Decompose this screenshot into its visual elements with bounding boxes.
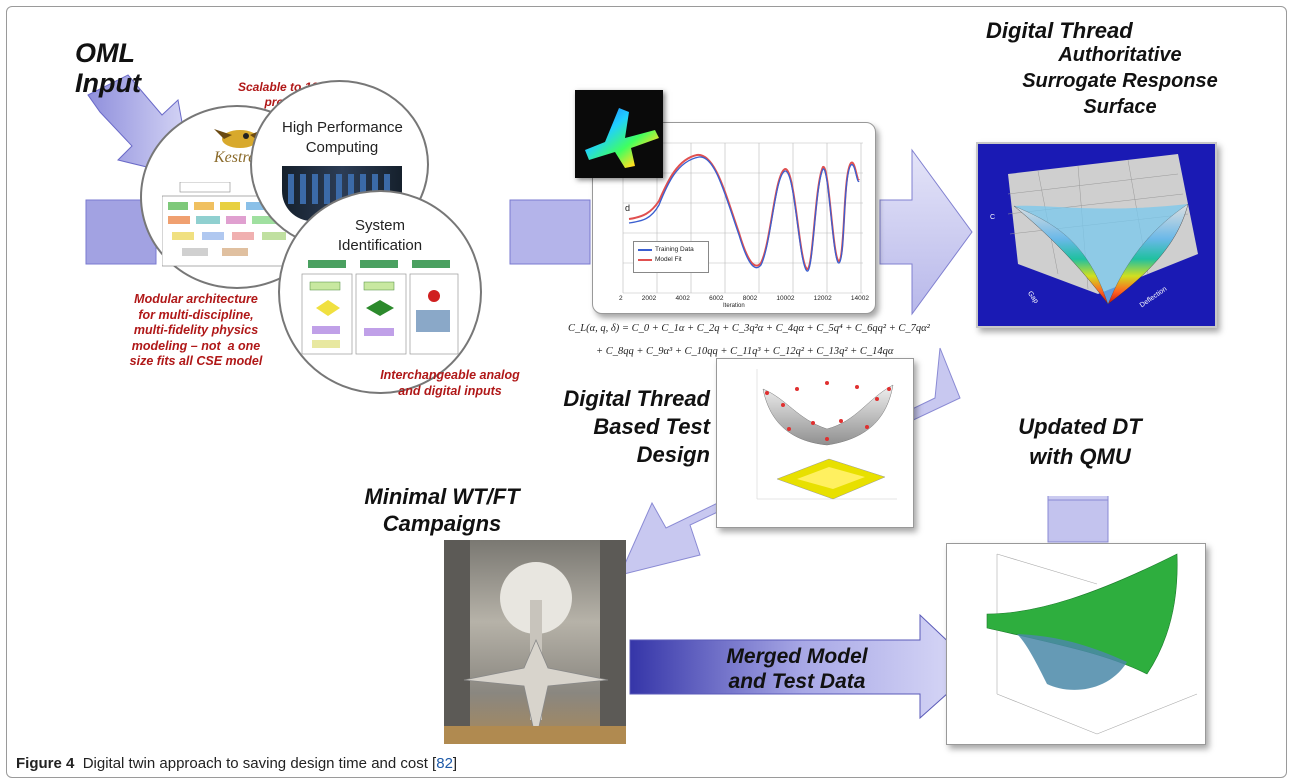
plot-xticks: 2 2002 4002 6002 8002 10002 12002 14002 [619,295,869,302]
xtick: 12002 [813,295,832,302]
legend-label-model: Model Fit [655,256,682,263]
wind-tunnel-photo [444,540,626,744]
legend-item-model: Model Fit [638,255,704,265]
test-design-label: Digital Thread Based Test Design [563,386,710,467]
wind-tunnel-illustration [444,540,626,744]
digital-thread-title: Digital Thread [986,18,1133,43]
caption-close: ] [452,755,458,772]
test-design-plot [716,358,914,528]
digital-thread-subtitle: Authoritative Surrogate Response Surface [1022,44,1218,118]
minimal-campaigns-label: Minimal WT/FT Campaigns [364,484,520,536]
test-design-surface [756,369,897,500]
figure-caption: Figure 4 Digital twin approach to saving… [16,755,457,772]
kestrel-logo: Kestrel [210,119,270,169]
caption-text: Digital twin approach to saving design t… [82,755,437,772]
citation-link[interactable]: 82 [436,755,453,772]
surrogate-equation-line2: + C_8qq + C_9α³ + C_10qq + C_11q³ + C_12… [596,346,894,357]
legend-swatch-training [638,249,652,251]
xtick: 2002 [641,295,657,302]
to-surface-arrow [879,148,973,316]
surrogate-equation-line1: C_L(α, q, δ) = C_0 + C_1α + C_2q + C_3q²… [568,323,930,334]
xtick: 6002 [709,295,724,302]
xtick: 14002 [850,295,869,302]
updated-dt-label: Updated DT with QMU [1010,392,1150,496]
merged-surface-plot [946,543,1206,745]
system-id-flowchart [301,260,459,355]
response-surface-plot [1007,154,1198,305]
kestrel-wordmark: Kestrel [214,149,260,166]
legend-label-training: Training Data [655,246,694,253]
surface-zlabel: C [990,214,996,221]
figure-number: Figure 4 [16,755,75,772]
legend-item-training: Training Data [638,245,704,255]
interchangeable-note: Interchangeable analog and digital input… [380,368,520,398]
merged-surface-chart [986,553,1198,735]
modular-note: Modular architecture for multi-disciplin… [129,292,263,368]
xtick: 8002 [742,295,758,302]
response-surface-panel: C Gap Deflection [976,142,1217,328]
xtick: 2 [619,295,623,302]
system-id-label: System Identification [337,217,423,254]
plot-ylabel: d [625,203,631,213]
merged-model-label: Merged Model and Test Data [726,645,868,693]
plot-xlabel: Iteration [723,303,745,309]
xtick: 10002 [776,295,795,302]
plot-legend: Training Data Model Fit [633,241,709,273]
hpc-label: High Performance Computing [282,119,403,156]
legend-swatch-model [638,259,652,261]
oml-input-label: OML Input [75,38,141,98]
aircraft-cfd-thumbnail [575,90,663,178]
system-id-circle: System Identification [278,190,482,394]
xtick: 4002 [675,295,690,302]
